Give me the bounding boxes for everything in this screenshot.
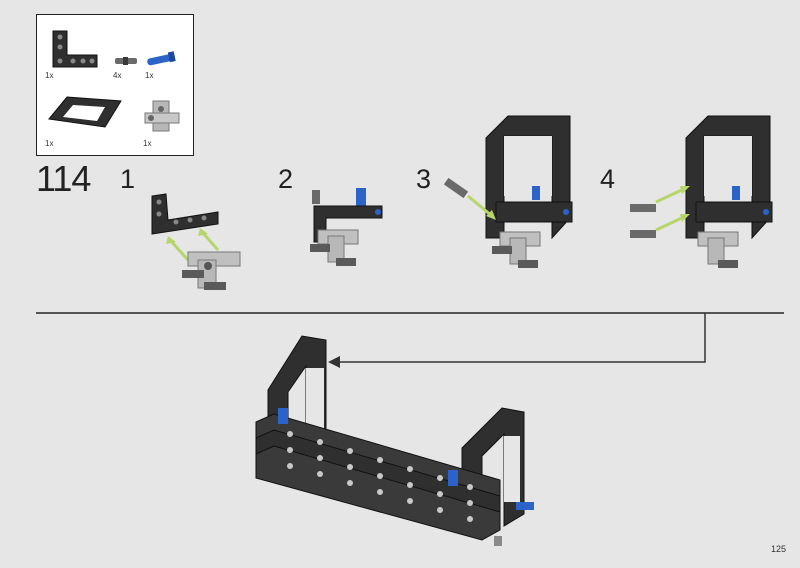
pin-part-image	[115, 57, 137, 65]
parts-list-box: 1x 4x 1x 1x 1x	[36, 14, 194, 156]
pin-quantity: 4x	[113, 71, 122, 80]
section-divider	[36, 312, 784, 314]
l-beam-quantity: 1x	[45, 71, 54, 80]
frame-part-image	[48, 96, 122, 128]
main-assembly-illustration	[255, 335, 534, 546]
sub-step-2-number: 2	[278, 164, 294, 194]
sub-step-4-number: 4	[600, 164, 616, 194]
connector-part-image	[144, 100, 180, 132]
sub-step-3-number: 3	[416, 164, 432, 194]
frame-quantity: 1x	[45, 139, 54, 148]
l-beam-part-image	[52, 30, 98, 68]
step-number: 114	[36, 158, 91, 199]
sub-step-1-number: 1	[120, 164, 136, 194]
sub-step-2-illustration	[310, 188, 383, 266]
sub-step-1-illustration	[151, 193, 241, 290]
sub-step-4-illustration	[630, 115, 773, 268]
blue-axle-pin-quantity: 1x	[145, 71, 154, 80]
sub-step-3-illustration	[443, 115, 573, 268]
connector-quantity: 1x	[143, 139, 152, 148]
blue-axle-pin-part-image	[147, 51, 176, 66]
page-number: 125	[770, 544, 786, 554]
